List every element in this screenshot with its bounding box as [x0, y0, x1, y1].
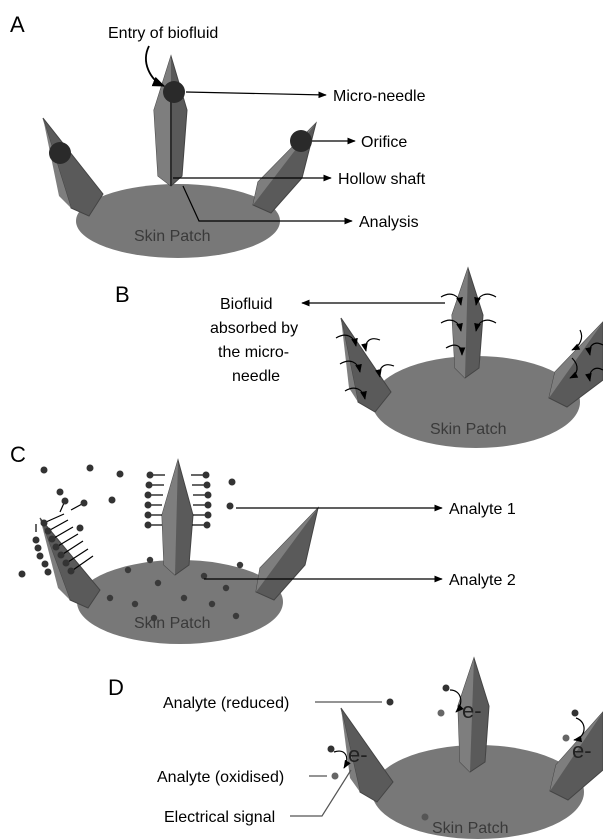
- orifice: [163, 81, 185, 103]
- orifice: [290, 130, 312, 152]
- panel-d-letter: D: [108, 675, 124, 700]
- skin-patch-label: Skin Patch: [430, 421, 506, 438]
- microneedle-label: Micro-needle: [333, 88, 426, 105]
- panel-d: D Skin Patch e- e- e-: [108, 658, 603, 839]
- microneedle-leader: [186, 92, 326, 95]
- analyte-2-label: Analyte 2: [449, 572, 516, 589]
- bound-analyte-1: [33, 498, 94, 576]
- skin-patch-label: Skin Patch: [432, 820, 508, 837]
- skin-patch-label: Skin Patch: [134, 228, 210, 245]
- panel-b-letter: B: [115, 282, 130, 307]
- entry-of-biofluid-label: Entry of biofluid: [108, 25, 218, 42]
- micro-needle: [256, 508, 318, 600]
- orifice-label: Orifice: [361, 134, 407, 151]
- electrical-signal-label: Electrical signal: [164, 809, 275, 826]
- orifice: [49, 142, 71, 164]
- biofluid-label-line: Biofluid: [220, 296, 272, 313]
- micro-needle: [43, 118, 103, 216]
- panel-a: A Skin Patch Entry of biofluid Micro-nee…: [10, 12, 426, 258]
- analyte-oxidised-label: Analyte (oxidised): [157, 769, 284, 786]
- electrical-signal-leader: [290, 770, 351, 816]
- analysis-label: Analysis: [359, 214, 419, 231]
- analyte-reduced-label: Analyte (reduced): [163, 695, 289, 712]
- skin-patch-label: Skin Patch: [134, 615, 210, 632]
- electron-label: e-: [462, 698, 482, 723]
- panel-c-letter: C: [10, 442, 26, 467]
- biofluid-label: Biofluid absorbed by the micro- needle: [210, 296, 303, 385]
- biofluid-label-line: the micro-: [218, 344, 289, 361]
- analyte-1-label: Analyte 1: [449, 501, 516, 518]
- entry-arrow: [146, 46, 164, 86]
- panel-a-letter: A: [10, 12, 25, 37]
- micro-needle: [154, 56, 187, 186]
- panel-c: C Skin Patch: [10, 442, 516, 644]
- micro-needle: [162, 460, 193, 575]
- biofluid-label-line: needle: [232, 368, 280, 385]
- electron-label: e-: [348, 742, 368, 767]
- micro-needle: [341, 318, 391, 412]
- electron-label: e-: [572, 738, 592, 763]
- hollow-shaft-label: Hollow shaft: [338, 171, 426, 188]
- panel-b: B Skin Patch: [115, 268, 603, 448]
- biofluid-label-line: absorbed by: [210, 320, 298, 337]
